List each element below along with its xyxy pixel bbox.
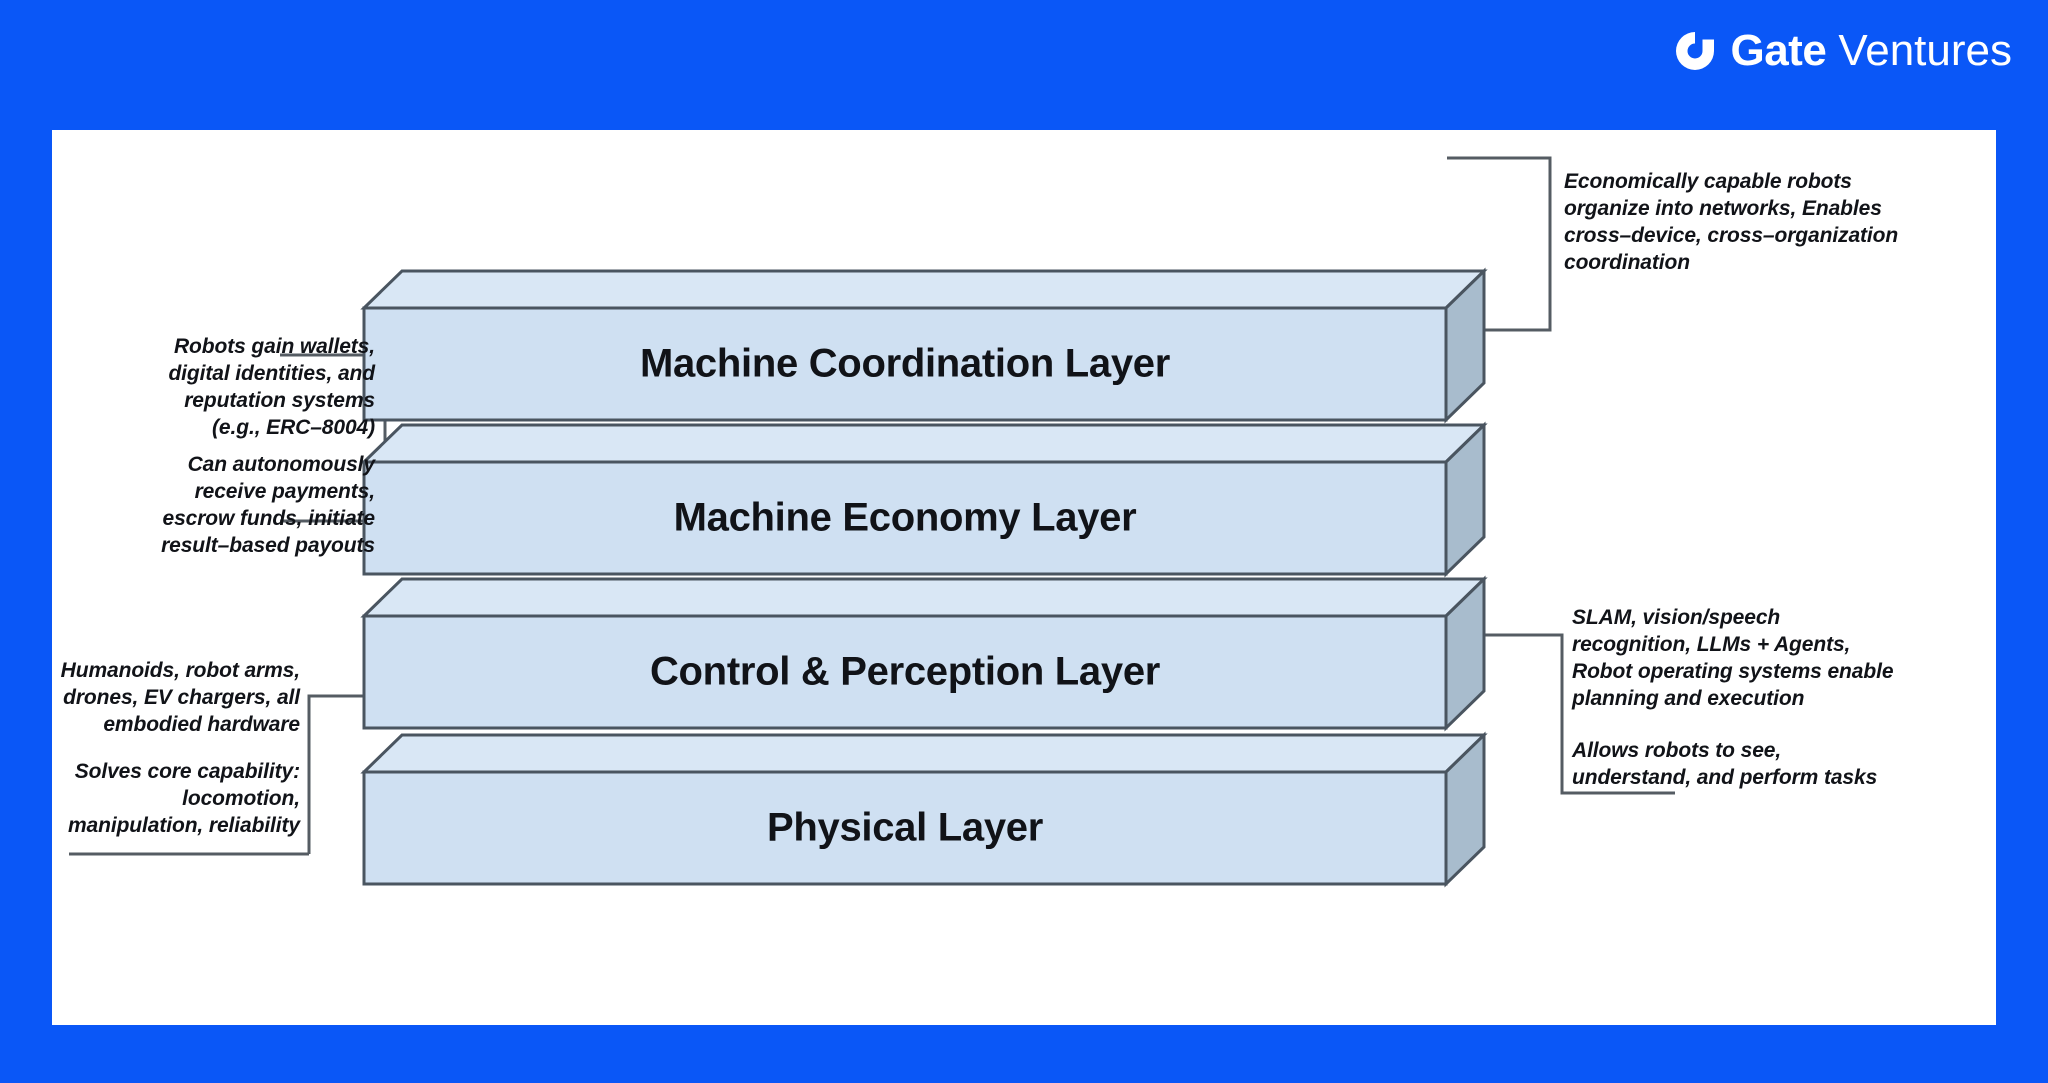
connector-economy-left-bracket	[280, 353, 387, 523]
brand-logo: Gate Ventures	[1672, 28, 2012, 74]
slab-top-face-economy	[360, 423, 1488, 464]
layer-slab-control-perception[interactable]	[360, 575, 1488, 732]
brand-name-gate: Gate	[1730, 26, 1827, 75]
layer-title-control-perception: Control & Perception Layer	[649, 649, 1161, 694]
layer-slab-physical[interactable]	[360, 731, 1488, 888]
connector-control-right	[1447, 633, 1675, 795]
annotation-control-right-primary: SLAM, vision/speech recognition, LLMs + …	[1572, 606, 1894, 710]
layer-title-machine-coordination: Machine Coordination Layer	[639, 341, 1171, 386]
annotation-coordination-right: Economically capable robots organize int…	[1564, 170, 1899, 274]
slab-front-face-physical	[362, 770, 1448, 886]
slab-front-face-control	[362, 614, 1448, 730]
connector-coordination-right	[1447, 156, 1552, 332]
slab-front-face-coordination	[362, 306, 1448, 422]
slab-front-face-economy	[362, 460, 1448, 576]
annotation-economy-left-secondary: Can autonomously receive payments, escro…	[161, 453, 375, 557]
layer-title-machine-economy: Machine Economy Layer	[673, 495, 1137, 540]
gate-circle-logo-icon	[1672, 28, 1718, 74]
annotation-physical-left-primary: Humanoids, robot arms, drones, EV charge…	[60, 659, 300, 736]
layer-stack-diagram	[69, 156, 1675, 888]
annotation-economy-left-primary: Robots gain wallets, digital identities,…	[168, 335, 375, 439]
slab-top-face-coordination	[360, 269, 1488, 310]
brand-name-ventures: Ventures	[1838, 26, 2012, 75]
layer-slab-machine-coordination[interactable]	[360, 267, 1488, 424]
annotation-physical-left-secondary: Solves core capability: locomotion, mani…	[67, 760, 300, 837]
diagram-panel: Machine Coordination Layer Machine Econo…	[52, 130, 1996, 1025]
layer-slab-machine-economy[interactable]	[360, 421, 1488, 578]
slab-top-face-control	[360, 577, 1488, 618]
annotation-control-right-secondary: Allows robots to see, understand, and pe…	[1572, 739, 1878, 789]
layer-title-physical: Physical Layer	[767, 805, 1043, 850]
slab-top-face-physical	[360, 733, 1488, 774]
